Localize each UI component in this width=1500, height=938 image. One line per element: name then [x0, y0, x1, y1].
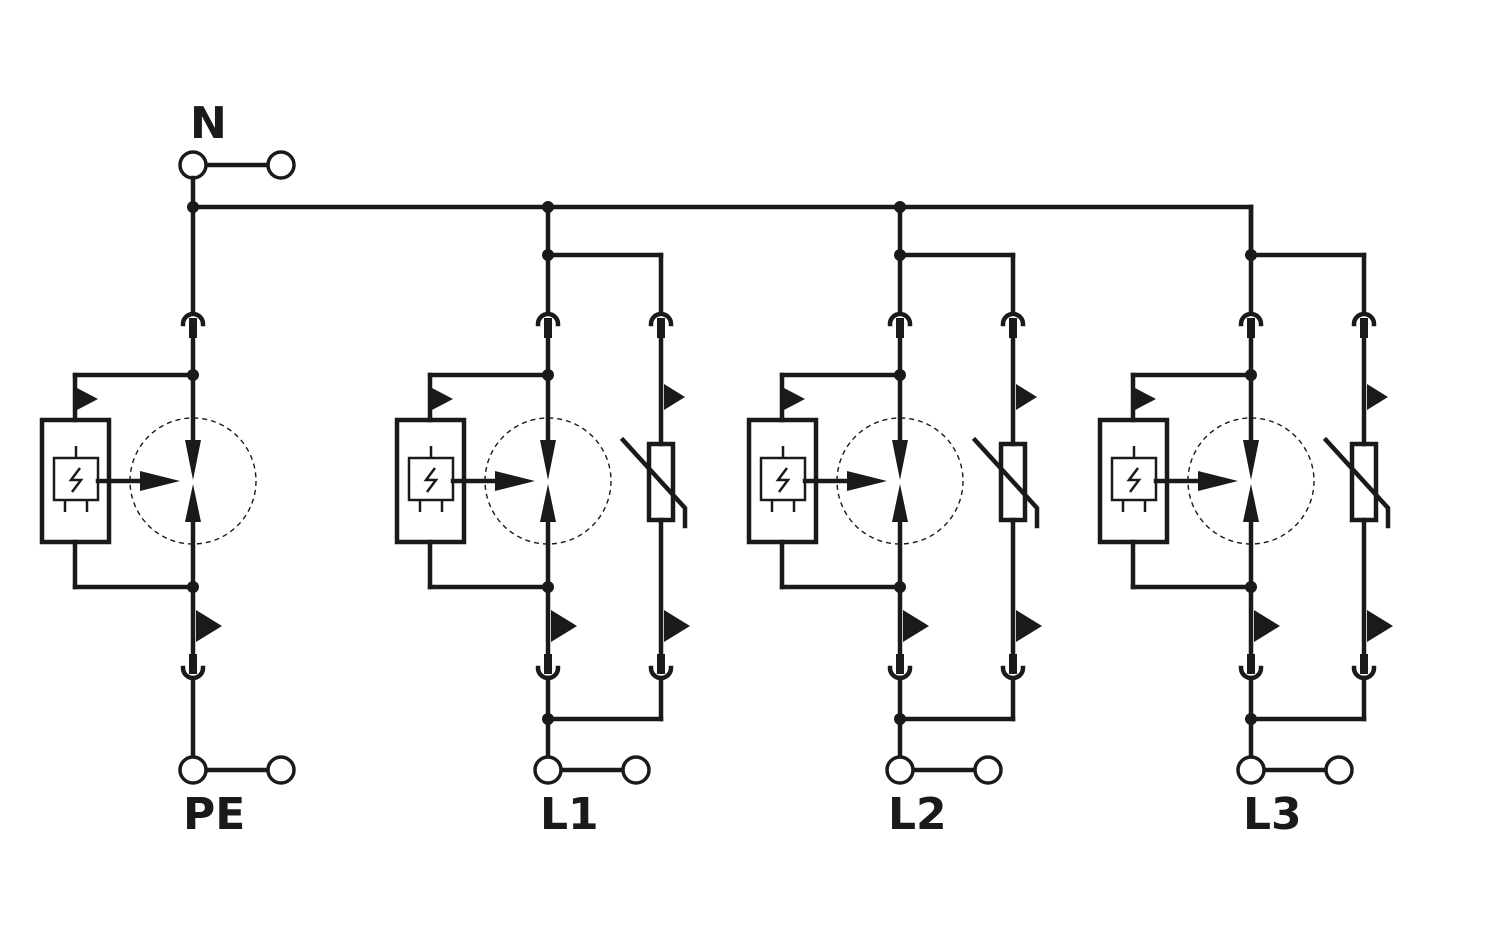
l2-label: L2 — [888, 789, 947, 840]
l1-spark-gap — [484, 417, 612, 545]
l2-module — [746, 204, 1042, 785]
neutral-label: N — [190, 98, 227, 149]
neutral-terminal-out — [266, 150, 296, 180]
l2-spark-gap — [836, 417, 964, 545]
l1-module — [394, 204, 690, 785]
neutral-terminal-group: N — [178, 98, 296, 180]
l3-module — [1097, 204, 1393, 785]
common-bus — [187, 175, 1254, 258]
l3-spark-gap — [1187, 417, 1315, 545]
pe-terminal-group: PE — [178, 755, 296, 840]
neutral-terminal-in — [178, 150, 208, 180]
l3-label: L3 — [1243, 789, 1302, 840]
pe-label: PE — [183, 789, 245, 840]
pe-terminal-out — [266, 755, 296, 785]
l1-label: L1 — [540, 789, 599, 840]
pe-terminal-in — [178, 755, 208, 785]
pe-branch — [39, 204, 257, 760]
